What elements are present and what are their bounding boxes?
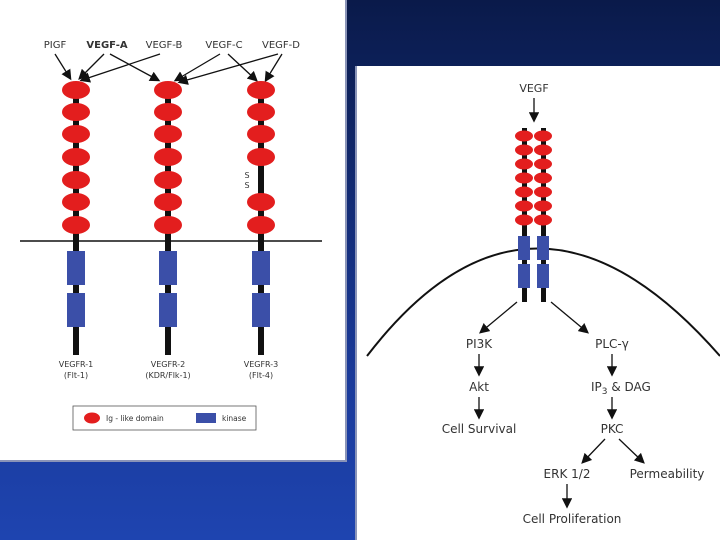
pi3k-label: PI3K xyxy=(466,337,493,351)
ig-domain xyxy=(154,103,182,121)
ig-domain xyxy=(154,216,182,234)
ip3-prefix: IP xyxy=(591,380,602,394)
receptor-dimer xyxy=(515,128,552,302)
ig-domain xyxy=(154,81,182,99)
kinase-domain xyxy=(159,293,177,327)
legend-ig-swatch xyxy=(84,412,100,424)
ig-domain xyxy=(515,200,533,212)
ig-domain xyxy=(154,148,182,166)
ig-domain xyxy=(515,186,533,198)
ig-domain xyxy=(247,193,275,211)
signaling-pathway-diagram: VEGF PI xyxy=(355,66,720,540)
arrow-to-plc xyxy=(550,301,589,334)
ig-domain xyxy=(515,130,533,142)
arrow-to-permeability xyxy=(618,438,645,464)
ig-domain xyxy=(62,193,90,211)
ligand-label-vegf-b: VEGF-B xyxy=(146,40,183,51)
arrow-vegfd-r2 xyxy=(177,53,279,85)
kinase-domain xyxy=(159,251,177,285)
receptor-name-1: VEGFR-1 xyxy=(59,360,94,369)
ip3-subscript: 3 xyxy=(602,387,608,397)
arrow-vegfc-r2 xyxy=(173,53,221,82)
legend-ig-label: Ig - like domain xyxy=(106,414,164,423)
permeability-label: Permeability xyxy=(630,467,705,481)
arrow-vegfc-r3 xyxy=(227,53,258,82)
kinase-domain xyxy=(252,293,270,327)
ig-domain xyxy=(534,172,552,184)
ig-domain xyxy=(534,186,552,198)
ligand-label-vegf-a: VEGF-A xyxy=(86,40,127,51)
plc-label: PLC-γ xyxy=(595,337,629,351)
kinase-domain xyxy=(537,264,549,288)
ig-domain xyxy=(247,148,275,166)
arrow-to-pi3k xyxy=(479,301,518,334)
pkc-label: PKC xyxy=(601,422,624,436)
receptor-name-2: VEGFR-2 xyxy=(151,360,186,369)
ig-domain xyxy=(154,171,182,189)
arrow-vegfa-r2 xyxy=(109,53,161,82)
receptor-vegfr-3: S S xyxy=(244,81,275,355)
legend-kinase-swatch xyxy=(196,413,216,423)
disulfide-s-bottom: S xyxy=(244,181,249,190)
ig-domain xyxy=(247,81,275,99)
ip3-dag-label: IP3 & DAG xyxy=(591,380,651,397)
ig-domain xyxy=(534,158,552,170)
disulfide-s-top: S xyxy=(244,171,249,180)
ligand-label-vegf-d: VEGF-D xyxy=(262,40,300,51)
ig-domain xyxy=(515,172,533,184)
legend-box xyxy=(72,405,257,431)
kinase-domain xyxy=(518,236,530,260)
signaling-pathway-svg: VEGF PI xyxy=(366,82,720,526)
kinase-domain xyxy=(67,251,85,285)
ig-domain xyxy=(534,144,552,156)
arrow-vegfb-r1 xyxy=(79,53,161,83)
ig-domain xyxy=(62,216,90,234)
ig-domain xyxy=(534,130,552,142)
receptor-family-diagram: PIGF VEGF-A VEGF-B VEGF-C VEGF-D xyxy=(0,0,347,462)
ig-domain xyxy=(154,125,182,143)
receptor-alias-3: (Flt-4) xyxy=(249,371,273,380)
ig-domain xyxy=(247,125,275,143)
akt-label: Akt xyxy=(469,380,489,394)
receptor-alias-1: (Flt-1) xyxy=(64,371,88,380)
receptor-alias-2: (KDR/Flk-1) xyxy=(145,371,190,380)
ligand-arrows xyxy=(54,53,283,85)
ig-domain xyxy=(62,81,90,99)
arrow-to-erk xyxy=(581,438,606,464)
ig-domain xyxy=(247,216,275,234)
ig-domain xyxy=(515,214,533,226)
ip3-suffix: & DAG xyxy=(608,380,651,394)
ig-domain xyxy=(247,103,275,121)
ligand-label-pigf: PIGF xyxy=(44,40,67,51)
ig-domain xyxy=(534,200,552,212)
cell-survival-label: Cell Survival xyxy=(442,422,517,436)
ig-domain xyxy=(515,158,533,170)
legend-kinase-label: kinase xyxy=(222,414,247,423)
cell-proliferation-label: Cell Proliferation xyxy=(523,512,622,526)
kinase-domain xyxy=(252,251,270,285)
ig-domain xyxy=(534,214,552,226)
receptor-family-svg: PIGF VEGF-A VEGF-B VEGF-C VEGF-D xyxy=(20,40,322,431)
ig-domain xyxy=(154,193,182,211)
arrow-vegfd-r3 xyxy=(264,53,283,83)
receptor-vegfr-1 xyxy=(62,81,90,355)
ig-domain xyxy=(62,148,90,166)
receptor-vegfr-2 xyxy=(154,81,182,355)
arrow-pigf-r1 xyxy=(54,53,72,81)
receptor-name-3: VEGFR-3 xyxy=(244,360,279,369)
kinase-domain xyxy=(537,236,549,260)
legend: Ig - like domain kinase xyxy=(72,405,257,431)
ig-domain xyxy=(515,144,533,156)
kinase-domain xyxy=(518,264,530,288)
ig-domain xyxy=(62,125,90,143)
ligand-label-vegf-c: VEGF-C xyxy=(205,40,242,51)
ig-domain xyxy=(62,103,90,121)
ig-domain xyxy=(62,171,90,189)
kinase-domain xyxy=(67,293,85,327)
erk-label: ERK 1/2 xyxy=(544,467,591,481)
vegf-label: VEGF xyxy=(519,82,548,95)
